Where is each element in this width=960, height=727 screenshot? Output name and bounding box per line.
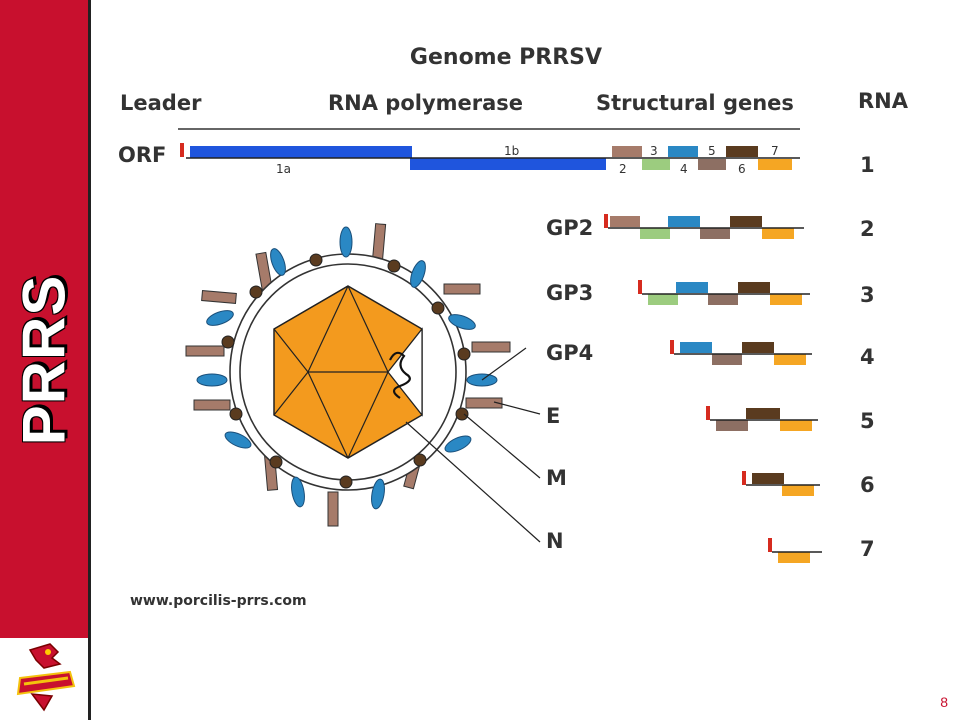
sidebar-title: PRRS <box>10 274 78 446</box>
label-m: M <box>546 466 567 490</box>
rna-strand-icon <box>389 351 411 399</box>
rna-num-5: 5 <box>860 409 875 433</box>
prrsv-genome-figure: Genome PRRSV Leader RNA polymerase Struc… <box>116 30 916 620</box>
orf-num-5: 5 <box>708 144 716 158</box>
label-n: N <box>546 529 564 553</box>
leader-block <box>180 143 184 157</box>
label-gp3: GP3 <box>546 281 593 305</box>
rna-num-7: 7 <box>860 537 875 561</box>
sgrna-4 <box>670 340 812 365</box>
rna-num-6: 6 <box>860 473 875 497</box>
sgrna-7 <box>768 538 822 563</box>
orf-num-7: 7 <box>771 144 779 158</box>
rna-num-3: 3 <box>860 283 875 307</box>
header-rna: RNA <box>858 89 909 113</box>
sgrna-2 <box>604 214 804 239</box>
orf-num-4: 4 <box>680 162 688 176</box>
label-e: E <box>546 404 560 428</box>
figure-title: Genome PRRSV <box>410 45 602 70</box>
header-leader: Leader <box>120 91 202 115</box>
orf-1a-block <box>190 146 412 158</box>
virion-illustration <box>185 223 541 543</box>
sidebar-band <box>0 0 88 720</box>
page-number: 8 <box>940 694 948 710</box>
orf-1a-label: 1a <box>276 162 291 176</box>
iowa-state-logo <box>0 636 88 722</box>
rna-num-2: 2 <box>860 217 875 241</box>
orf-label: ORF <box>118 143 166 167</box>
label-gp4: GP4 <box>546 341 593 365</box>
rna-num-4: 4 <box>860 345 875 369</box>
cyclone-logo-icon <box>16 643 76 712</box>
sgrna-3 <box>638 280 810 305</box>
sgrna-6 <box>742 471 820 496</box>
sidebar-shadow <box>88 0 91 720</box>
source-url: www.porcilis-prrs.com <box>130 593 307 609</box>
orf-num-2: 2 <box>619 162 627 176</box>
sgrna-5 <box>706 406 818 431</box>
rna-num-1: 1 <box>860 153 875 177</box>
orf-1b-block <box>410 158 606 170</box>
header-polymerase: RNA polymerase <box>328 91 523 115</box>
orf-num-6: 6 <box>738 162 746 176</box>
orf-1b-label: 1b <box>504 144 519 158</box>
label-gp2: GP2 <box>546 216 593 240</box>
orf-num-3: 3 <box>650 144 658 158</box>
header-structural: Structural genes <box>596 91 794 115</box>
